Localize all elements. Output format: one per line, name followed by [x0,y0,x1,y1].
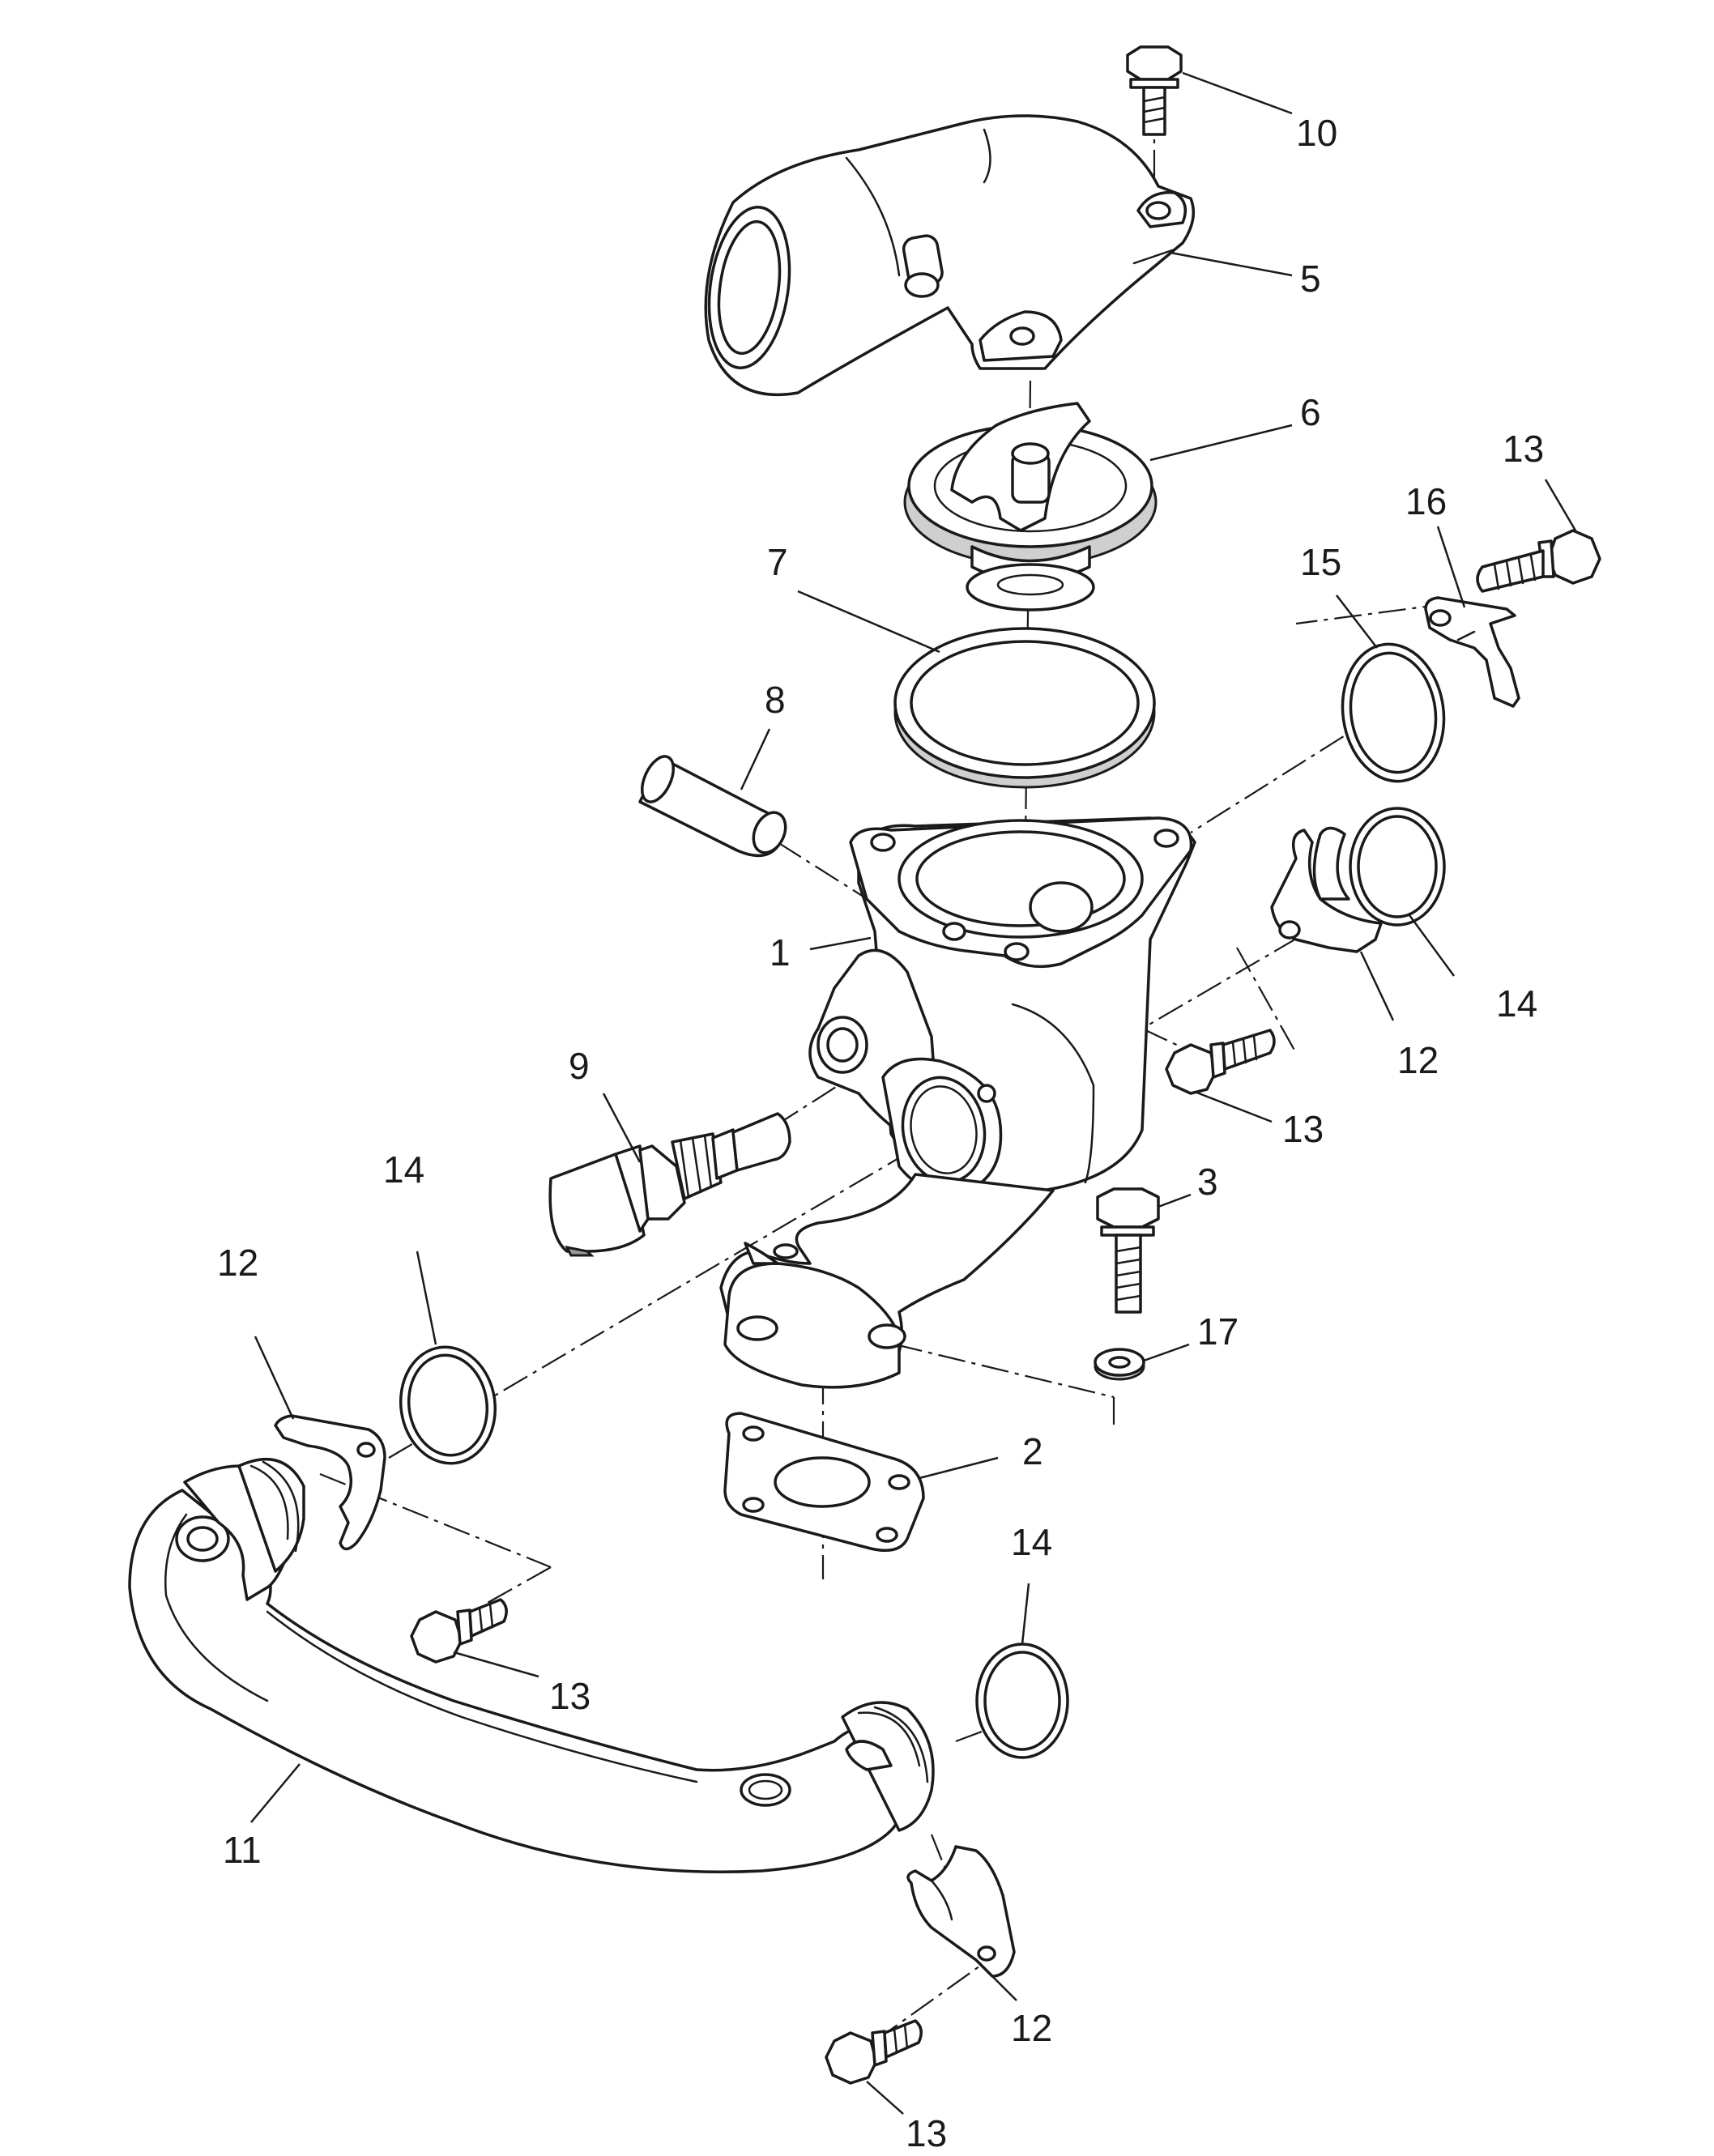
leader-lines [250,71,1577,2115]
callout-9: 9 [569,1045,590,1087]
coolant-pipe-part-11 [128,1457,935,1873]
outlet-elbow-part-5 [704,114,1196,397]
callout-6: 6 [1300,391,1321,433]
pin-part-8 [638,755,787,858]
callout-13: 13 [906,2112,947,2154]
temperature-sensor-part-9 [548,1112,791,1257]
callout-13: 13 [1503,428,1544,470]
callout-12: 12 [217,1242,258,1284]
callout-7: 7 [767,541,788,583]
callout-3: 3 [1197,1161,1218,1203]
callout-16: 16 [1405,480,1447,522]
callout-12: 12 [1011,2007,1052,2049]
callout-13: 13 [1282,1108,1324,1150]
bolt-part-13-middle [1165,1029,1276,1095]
thermostat-housing-part-1 [719,816,1196,1389]
callout-5: 5 [1300,258,1321,300]
callout-2: 2 [1022,1430,1043,1472]
bracket-part-12-left [274,1414,386,1551]
callout-13: 13 [549,1675,591,1717]
gasket-part-2 [723,1412,925,1552]
callout-14: 14 [383,1148,424,1191]
callout-8: 8 [765,679,786,721]
callout-14: 14 [1011,1521,1052,1563]
callout-12: 12 [1397,1039,1439,1081]
callout-labels: 10 5 6 13 16 7 15 8 1 14 12 9 13 3 14 12… [217,112,1544,2154]
bracket-part-12-right [1270,826,1383,953]
o-ring-part-14-right [1349,807,1446,927]
bracket-part-16 [1424,596,1520,708]
callout-14: 14 [1496,982,1537,1025]
callout-15: 15 [1300,541,1341,583]
bolt-part-13-top [1476,529,1601,593]
bolt-part-13-bottom [825,2019,923,2085]
bolt-part-3 [1096,1187,1160,1314]
bolt-part-13-left [410,1598,508,1664]
bracket-part-12-bottom [906,1845,1016,1978]
callout-10: 10 [1296,112,1337,154]
o-ring-part-14-left [399,1345,497,1465]
thermostat-part-6 [903,402,1158,611]
callout-17: 17 [1197,1310,1239,1353]
o-ring-part-15 [1341,642,1446,783]
bolt-part-10 [1126,45,1183,136]
callout-1: 1 [770,931,791,974]
washer-part-17 [1094,1348,1145,1381]
callout-11: 11 [223,1829,262,1871]
o-ring-part-14-bottom [975,1643,1069,1759]
o-ring-part-7 [893,627,1156,789]
